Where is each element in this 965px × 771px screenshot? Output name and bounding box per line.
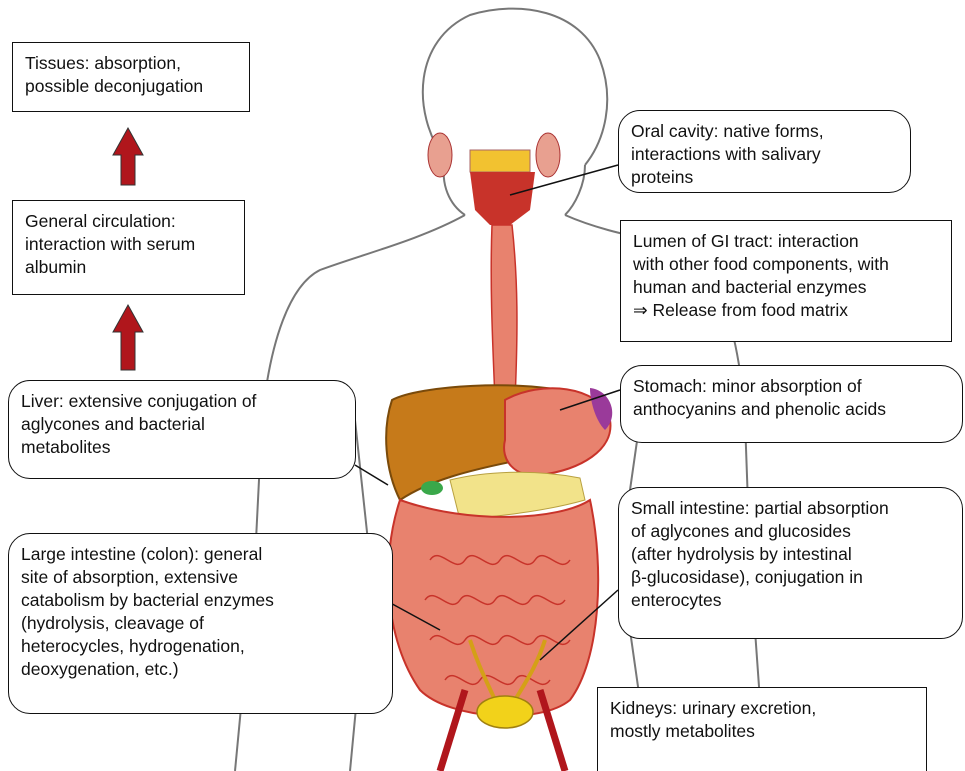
box-general-circulation: General circulation: interaction with se… (12, 200, 245, 295)
box-tissues: Tissues: absorption, possible deconjugat… (12, 42, 250, 112)
esophagus (491, 225, 517, 400)
arrow-up-2 (113, 305, 143, 370)
intestines (388, 500, 598, 716)
box-large-intestine: Large intestine (colon): general site of… (8, 533, 393, 714)
box-kidneys: Kidneys: urinary excretion, mostly metab… (597, 687, 927, 771)
box-small-intestine: Small intestine: partial absorption of a… (618, 487, 963, 639)
box-liver: Liver: extensive conjugation of aglycone… (8, 380, 356, 479)
ear-right (536, 133, 560, 177)
oral-cavity (470, 172, 535, 225)
box-oral-cavity: Oral cavity: native forms, interactions … (618, 110, 911, 193)
box-lumen: Lumen of GI tract: interaction with othe… (620, 220, 952, 342)
gallbladder (421, 481, 443, 495)
bladder (477, 696, 533, 728)
arrow-up-1 (113, 128, 143, 185)
ear-left (428, 133, 452, 177)
box-stomach: Stomach: minor absorption of anthocyanin… (620, 365, 963, 443)
teeth (470, 150, 530, 172)
